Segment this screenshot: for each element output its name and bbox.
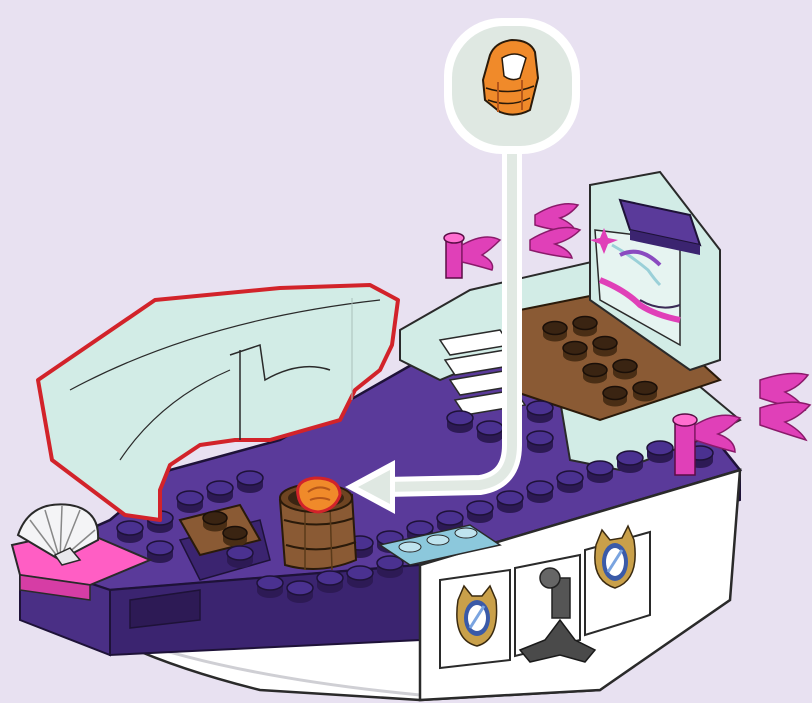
barrel-contents: [298, 478, 340, 512]
orange-life-vest-icon: [483, 40, 538, 115]
